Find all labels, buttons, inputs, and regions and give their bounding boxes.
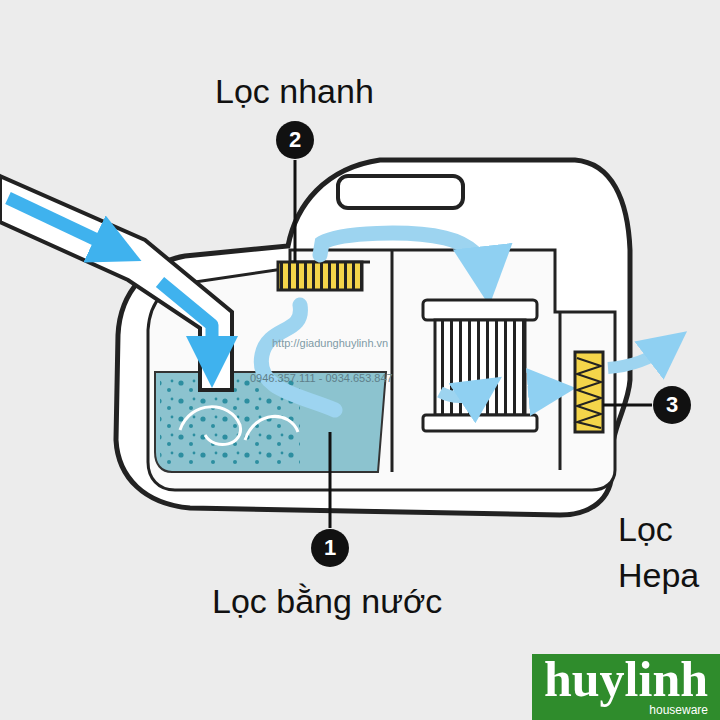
- brand-name: huylinh: [544, 654, 708, 704]
- air-flow: [261, 305, 335, 410]
- air-flow: [608, 346, 668, 368]
- handle-slot: [338, 176, 463, 208]
- filter-base: [423, 415, 537, 431]
- swirl: [245, 416, 298, 440]
- hepa-pleats: [577, 358, 601, 428]
- callout-text: 2: [289, 129, 301, 151]
- air-flow: [528, 390, 552, 392]
- watermark: 0946.357.111 - 0934.653.847: [250, 372, 393, 384]
- quick-filter: [278, 262, 362, 290]
- callout-number: 3: [653, 386, 691, 424]
- leader-line: [603, 404, 652, 407]
- partition: [391, 250, 394, 472]
- air-arrow: [8, 198, 118, 250]
- brand-tagline: houseware: [544, 704, 708, 717]
- swirl: [180, 407, 241, 445]
- leader-line: [294, 160, 297, 262]
- watermark: http://giadunghuylinh.vn: [272, 337, 388, 349]
- vacuum-body: [116, 160, 630, 515]
- air-arrow: [160, 282, 212, 362]
- callout-number: 2: [276, 121, 314, 159]
- leader-line: [329, 432, 332, 528]
- callout-number: 1: [311, 529, 349, 567]
- part-label: Lọc nhanh: [215, 72, 374, 111]
- hose: [0, 176, 232, 390]
- filter-cap: [423, 300, 537, 320]
- air-flow: [440, 390, 482, 397]
- hepa-wall: [559, 312, 562, 470]
- callout-text: 1: [324, 537, 336, 559]
- callout-text: 3: [666, 394, 678, 416]
- part-label: Lọc bằng nước: [212, 582, 442, 621]
- hepa-filter: [575, 352, 603, 432]
- part-label: Lọc Hepa: [618, 506, 714, 598]
- brand-logo: huylinhhouseware: [532, 654, 720, 720]
- air-flow: [320, 233, 486, 276]
- cylinder-filter: [435, 320, 525, 415]
